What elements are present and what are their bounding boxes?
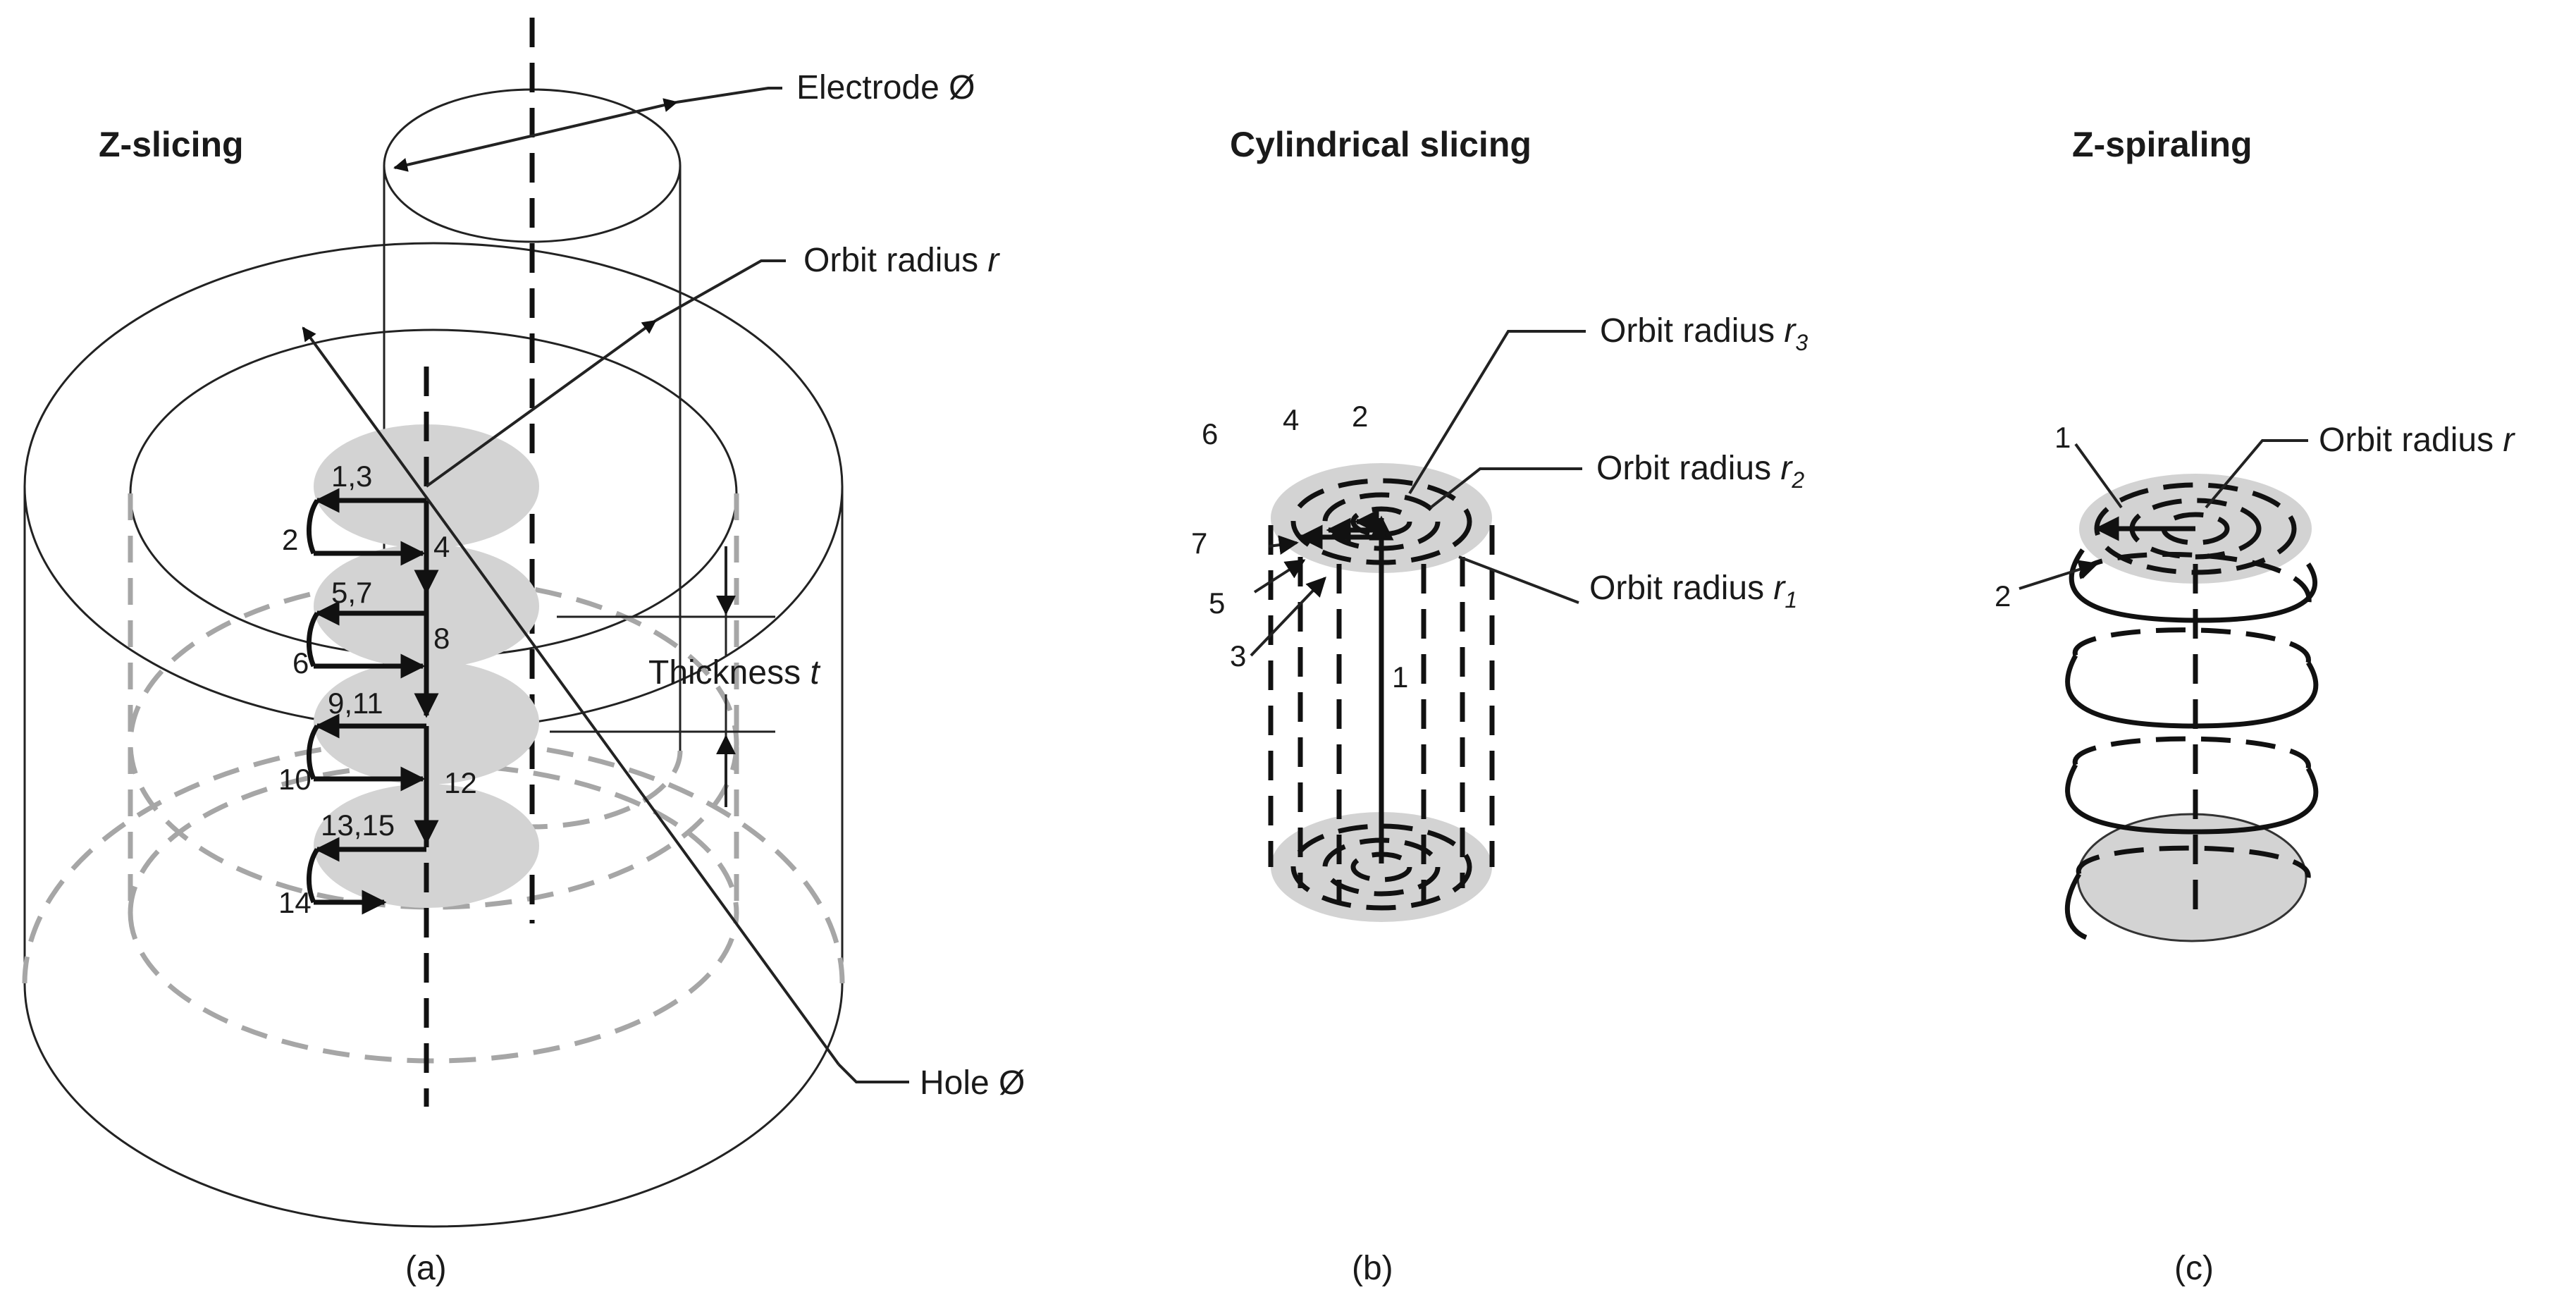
step-label: 8 [433,622,450,655]
panel-z-spiraling: Z-spiraling 1 2 Orbit radi [1995,125,2515,1287]
step-label: 4 [1283,403,1299,436]
thickness-label: Thickness t [648,654,820,691]
orbit-r1-label: Orbit radius r1 [1589,570,1797,613]
panel-cylindrical-slicing: Cylindrical slicing [1191,125,1808,1287]
orbit-r3-leader [1408,330,1586,495]
step-2-leader [2019,560,2099,590]
orbit-r3-label: Orbit radius r3 [1600,312,1808,355]
step-label: 2 [282,523,298,556]
step-label: 5 [1209,586,1225,620]
top-orbit-rings [1290,478,1472,565]
electrode-leader [676,87,782,104]
orbit-radius-leader [655,259,786,322]
step-label: 6 [292,646,309,680]
orbit-paths [307,488,439,915]
panel-b-title: Cylindrical slicing [1230,125,1532,164]
dimension-lines [302,87,909,1083]
panel-a-caption: (a) [405,1250,447,1287]
orbit-radius-leaders-b [1250,330,1586,657]
orbit-radius-label: Orbit radius r [803,242,1000,279]
step-numbers-a: 1,3 2 4 5,7 6 8 9,11 10 12 13,15 14 [278,460,477,919]
step-label: 1 [2054,421,2071,454]
step-label: 7 [1191,527,1207,560]
step-label: 3 [1230,639,1246,672]
electrode-diameter-label: Electrode Ø [796,69,975,106]
step-label: 1 [1392,660,1408,694]
bottom-orbit-rings [1290,823,1472,911]
panel-c-caption: (c) [2174,1250,2214,1287]
step-label: 4 [433,530,450,563]
bottom-slice-disc [1271,812,1492,922]
panel-z-slicing: Z-slicing [22,18,1025,1287]
orbit-radius-label-c: Orbit radius r [2319,422,2515,459]
orbit-r2-leader [1429,467,1582,509]
hole-diameter-dim [302,326,840,1066]
step-label: 1,3 [331,460,372,493]
step-label: 5,7 [331,576,372,609]
step-label: 2 [1352,400,1368,433]
step-label: 14 [278,886,312,919]
panel-a-title: Z-slicing [99,125,244,164]
orbit-radius-dim [425,319,657,488]
panel-c-title: Z-spiraling [2072,125,2253,164]
panel-b-caption: (b) [1352,1250,1393,1287]
step-label: 12 [444,766,477,799]
step-label: 10 [278,763,312,796]
orbit-r2-label: Orbit radius r2 [1596,450,1804,493]
step-1-leader [2074,443,2123,509]
hole-leader [837,1063,909,1083]
step-label: 2 [1995,579,2011,613]
step-label: 6 [1202,417,1218,450]
step-label: 9,11 [328,687,383,720]
orbit-r1-leader [1458,555,1579,604]
electrode-diameter-dim [393,98,678,172]
hole-diameter-label: Hole Ø [920,1064,1025,1102]
orbit-radius-leader-c [2205,439,2308,509]
step-label: 13,15 [321,809,395,842]
